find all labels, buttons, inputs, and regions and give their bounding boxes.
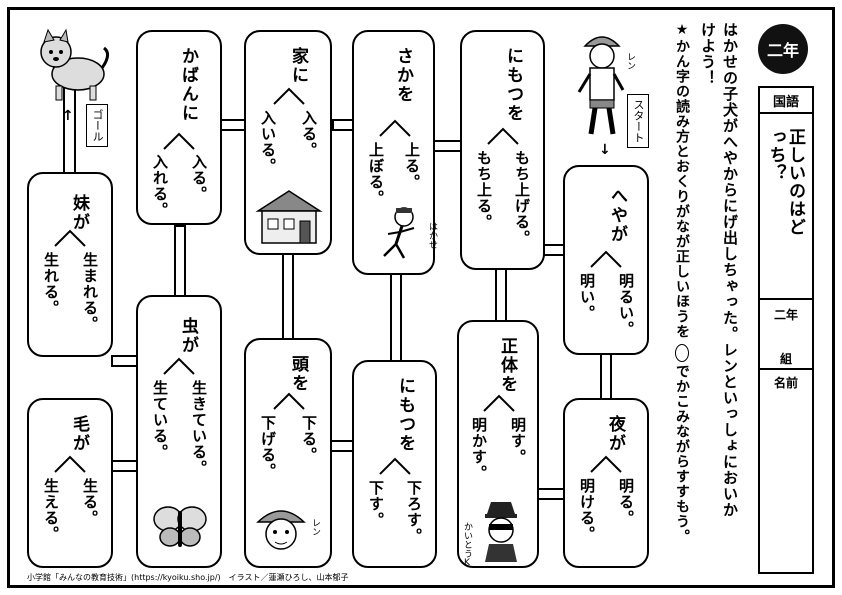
choice-left[interactable]: 明かす。 bbox=[470, 417, 488, 481]
start-label: スタート bbox=[627, 94, 649, 148]
choice-right[interactable]: 生きている。 bbox=[190, 380, 208, 476]
choice-fork-icon bbox=[54, 455, 86, 473]
name-panel: 国語 正しいのはどっち？ 二年 組 名前 bbox=[758, 86, 814, 574]
path-connector bbox=[390, 270, 402, 362]
kaitou-k-icon bbox=[485, 502, 517, 562]
choice-fork-icon bbox=[590, 455, 622, 473]
choice-left[interactable]: 生える。 bbox=[42, 478, 60, 542]
goal-label: ゴール bbox=[86, 104, 108, 147]
box-title: 家に bbox=[288, 47, 308, 85]
choice-left[interactable]: 生れる。 bbox=[42, 252, 60, 316]
ren-peeking-icon bbox=[256, 510, 306, 550]
choice-left[interactable]: 上ぼる。 bbox=[367, 142, 385, 206]
choice-left[interactable]: 入いる。 bbox=[259, 110, 277, 174]
choice-right[interactable]: 生まれる。 bbox=[81, 252, 99, 332]
divider bbox=[760, 368, 812, 370]
question-box-saka: さかを 上る。 上ぼる。 はかせ bbox=[352, 30, 437, 275]
question-box-ke: 毛が 生る。 生える。 bbox=[27, 398, 113, 568]
box-title: 毛が bbox=[69, 415, 89, 453]
box-title: 正体を bbox=[497, 337, 517, 394]
butterfly-icon bbox=[153, 506, 207, 547]
choice-left[interactable]: もち上る。 bbox=[475, 150, 493, 230]
worksheet-title: 正しいのはどっち？ bbox=[765, 128, 805, 236]
box-title: 夜が bbox=[605, 415, 625, 453]
question-box-ie: 家に 入る。 入いる。 bbox=[244, 30, 332, 255]
name-grade: 二年 bbox=[773, 308, 798, 322]
box-title: 虫が bbox=[178, 317, 198, 355]
question-box-mushi: 虫が 生きている。 生ている。 bbox=[136, 295, 222, 568]
choice-right[interactable]: 明るい。 bbox=[617, 273, 635, 337]
footer-credit: 小学館「みんなの教育技術」(https://kyoiku.sho.jp/) イラ… bbox=[27, 573, 349, 582]
box-title: 頭を bbox=[288, 355, 308, 393]
choice-right[interactable]: 下ろす。 bbox=[405, 480, 423, 544]
question-box-mochi: にもつを もち上げる。 もち上る。 bbox=[460, 30, 545, 270]
choice-fork-icon bbox=[379, 119, 411, 137]
name-label: 名前 bbox=[773, 376, 798, 390]
choice-right[interactable]: 入る。 bbox=[190, 154, 208, 202]
choice-fork-icon bbox=[273, 392, 305, 410]
path-connector bbox=[600, 352, 612, 402]
instruction-line-3: ★かん字の読み方とおくりがなが正しいほうをでかこみながらすすもう。 bbox=[672, 22, 692, 547]
circle-mark-icon bbox=[675, 344, 689, 362]
class-label: 組 bbox=[779, 352, 792, 366]
choice-right[interactable]: 上る。 bbox=[403, 142, 421, 190]
choice-left[interactable]: 下げる。 bbox=[259, 415, 277, 479]
choice-right[interactable]: 入る。 bbox=[300, 110, 318, 158]
choice-left[interactable]: 明ける。 bbox=[578, 478, 596, 542]
choice-right[interactable]: 明す。 bbox=[509, 417, 527, 465]
path-connector bbox=[495, 268, 507, 323]
path-connector bbox=[174, 225, 186, 300]
choice-fork-icon bbox=[483, 394, 515, 412]
choice-left[interactable]: 明い。 bbox=[578, 273, 596, 321]
hakase-running-icon bbox=[383, 207, 415, 259]
dog-icon bbox=[40, 28, 109, 101]
divider bbox=[760, 298, 812, 300]
question-box-imouto: 妹が 生まれる。 生れる。 bbox=[27, 172, 113, 357]
question-box-oroshi: にもつを 下ろす。 下す。 bbox=[352, 360, 437, 568]
choice-right[interactable]: もち上げる。 bbox=[513, 150, 531, 246]
choice-fork-icon bbox=[163, 357, 195, 375]
character-label-ren: レン bbox=[310, 518, 320, 536]
path-connector bbox=[282, 250, 294, 340]
choice-right[interactable]: 明る。 bbox=[617, 478, 635, 526]
question-box-kaban: かばんに 入る。 入れる。 bbox=[136, 30, 222, 225]
choice-right[interactable]: 生る。 bbox=[81, 478, 99, 526]
grade-badge: 二年 bbox=[758, 24, 808, 74]
question-box-yoru: 夜が 明る。 明ける。 bbox=[563, 398, 649, 568]
choice-fork-icon bbox=[487, 127, 519, 145]
choice-fork-icon bbox=[163, 132, 195, 150]
box-title: にもつを bbox=[503, 47, 523, 123]
choice-fork-icon bbox=[273, 87, 305, 105]
choice-left[interactable]: 入れる。 bbox=[151, 154, 169, 218]
choice-fork-icon bbox=[379, 457, 411, 475]
choice-left[interactable]: 下す。 bbox=[367, 480, 385, 528]
choice-right[interactable]: 下る。 bbox=[300, 415, 318, 463]
house-icon bbox=[255, 190, 323, 244]
box-title: 妹が bbox=[69, 194, 89, 232]
box-title: さかを bbox=[393, 47, 413, 104]
instruction-line-2: けよう！ bbox=[699, 22, 717, 86]
character-label-hakase: はかせ bbox=[427, 222, 437, 249]
box-title: かばんに bbox=[178, 47, 198, 123]
character-label-ren-start: レン bbox=[625, 52, 635, 70]
question-box-shotai: 正体を 明す。 明かす。 かいとうK bbox=[457, 320, 539, 568]
choice-fork-icon bbox=[590, 250, 622, 268]
box-title: へやが bbox=[607, 187, 627, 244]
ren-standing-icon bbox=[577, 36, 625, 135]
choice-left[interactable]: 生ている。 bbox=[151, 380, 169, 460]
question-box-atama: 頭を 下る。 下げる。 レン bbox=[244, 338, 332, 568]
box-title: にもつを bbox=[395, 377, 415, 453]
subject-label: 国語 bbox=[760, 88, 812, 114]
choice-fork-icon bbox=[54, 229, 86, 247]
start-arrow-icon: ↓ bbox=[599, 142, 611, 158]
instruction-line-1: はかせの子犬がへやからにげ出しちゃった。レンといっしょにおいか bbox=[721, 22, 739, 518]
instruction-line-3a: ★かん字の読み方とおくりがなが正しいほうを bbox=[674, 22, 690, 339]
instruction-line-3b: でかこみながらすすもう。 bbox=[674, 364, 690, 544]
path-connector bbox=[433, 140, 463, 152]
character-label-kaitou: かいとうK bbox=[462, 522, 472, 568]
question-box-heya: へやが 明るい。 明い。 bbox=[563, 165, 649, 355]
goal-arrow-icon: ↑ bbox=[62, 108, 74, 124]
